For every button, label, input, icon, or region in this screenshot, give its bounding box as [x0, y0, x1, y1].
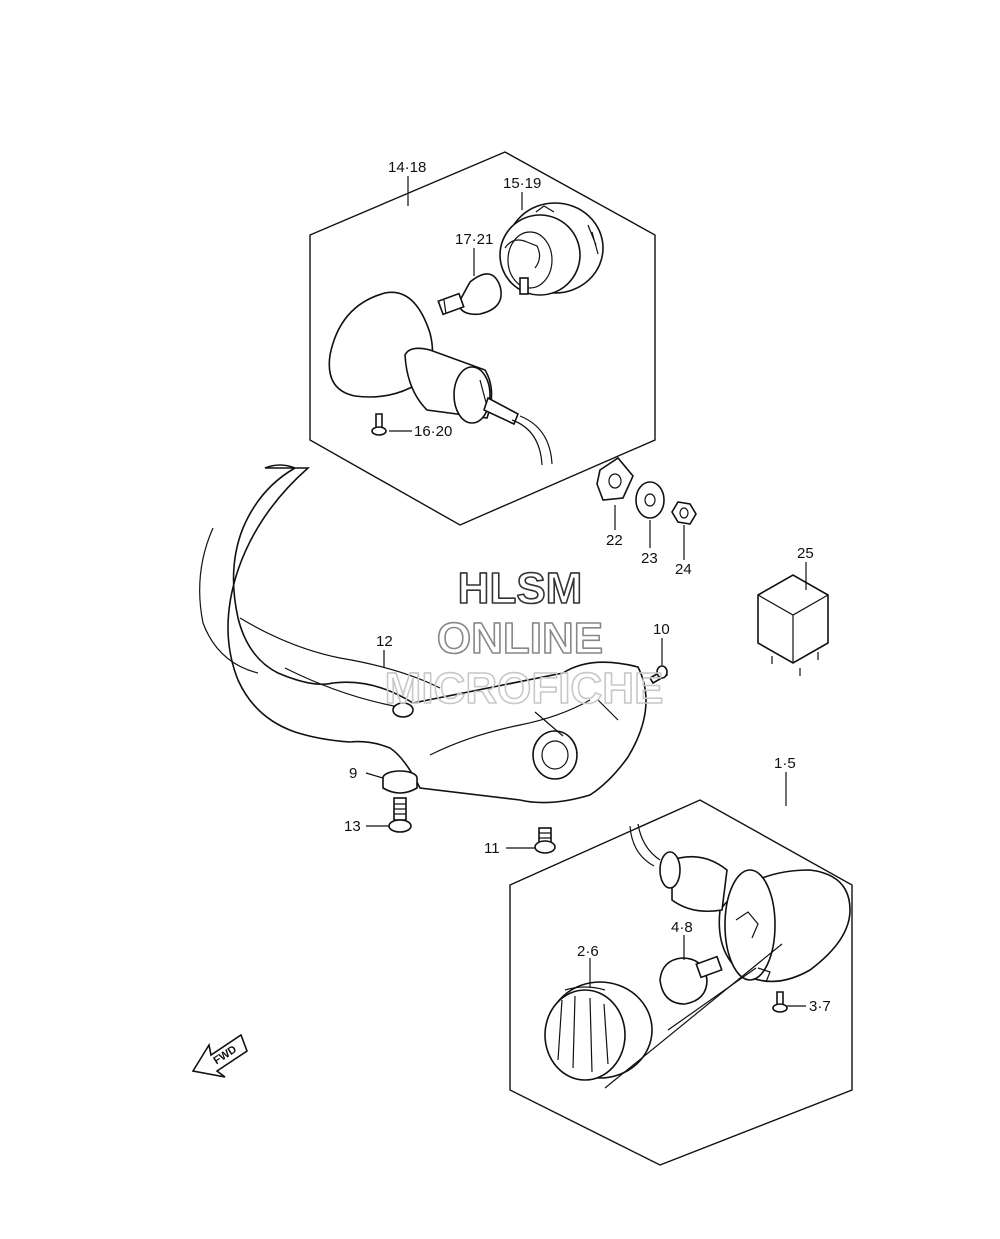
part-1-5-signal-body[interactable] — [629, 823, 851, 983]
watermark-line-1: HLSM — [458, 564, 583, 613]
label-15-19: 15·19 — [503, 175, 541, 192]
lower-turn-signal-assembly — [509, 799, 853, 1166]
part-10-screw[interactable] — [648, 665, 669, 685]
lower-assembly-frame — [509, 799, 853, 1166]
part-9-grommet[interactable] — [382, 770, 418, 794]
label-1-5: 1·5 — [774, 755, 796, 772]
label-2-6: 2·6 — [577, 943, 599, 960]
label-13: 13 — [344, 818, 361, 835]
watermark-line-3: MICROFICHE — [385, 664, 664, 713]
part-13-bolt[interactable] — [388, 797, 412, 833]
label-9: 9 — [349, 765, 357, 782]
label-16-20: 16·20 — [414, 423, 452, 440]
label-25: 25 — [797, 545, 814, 562]
part-16-20-screw[interactable] — [371, 413, 387, 436]
watermark: HLSM ONLINE MICROFICHE — [384, 563, 664, 714]
part-22-plate[interactable] — [596, 456, 634, 501]
part-25-relay[interactable] — [757, 574, 829, 676]
upper-assembly-frame — [309, 151, 656, 526]
label-10: 10 — [653, 621, 670, 638]
label-22: 22 — [606, 532, 623, 549]
part-12-bracket[interactable] — [199, 464, 647, 804]
label-12: 12 — [376, 633, 393, 650]
label-11: 11 — [484, 840, 500, 857]
part-3-7-screw[interactable] — [772, 991, 788, 1013]
part-11-bolt[interactable] — [534, 827, 556, 854]
upper-turn-signal-assembly — [309, 151, 656, 526]
part-23-washer[interactable] — [635, 481, 665, 519]
part-24-nut[interactable] — [671, 501, 697, 525]
part-labels: 14·18 15·19 17·21 16·20 22 23 24 25 12 1… — [344, 159, 831, 1015]
label-24: 24 — [675, 561, 692, 578]
watermark-line-2: ONLINE — [437, 614, 603, 663]
label-3-7: 3·7 — [809, 998, 831, 1015]
label-17-21: 17·21 — [455, 231, 493, 248]
label-14-18: 14·18 — [388, 159, 426, 176]
part-2-6-lens[interactable] — [544, 981, 653, 1081]
part-17-21-bulb[interactable] — [437, 273, 502, 316]
leader-lines — [365, 176, 807, 1007]
label-23: 23 — [641, 550, 658, 567]
label-4-8: 4·8 — [671, 919, 693, 936]
part-14-18-signal-body[interactable] — [328, 291, 553, 466]
fwd-arrow-icon: FWD — [191, 1033, 248, 1078]
part-15-19-lens-housing[interactable] — [499, 202, 604, 296]
part-4-8-bulb[interactable] — [659, 955, 723, 1005]
